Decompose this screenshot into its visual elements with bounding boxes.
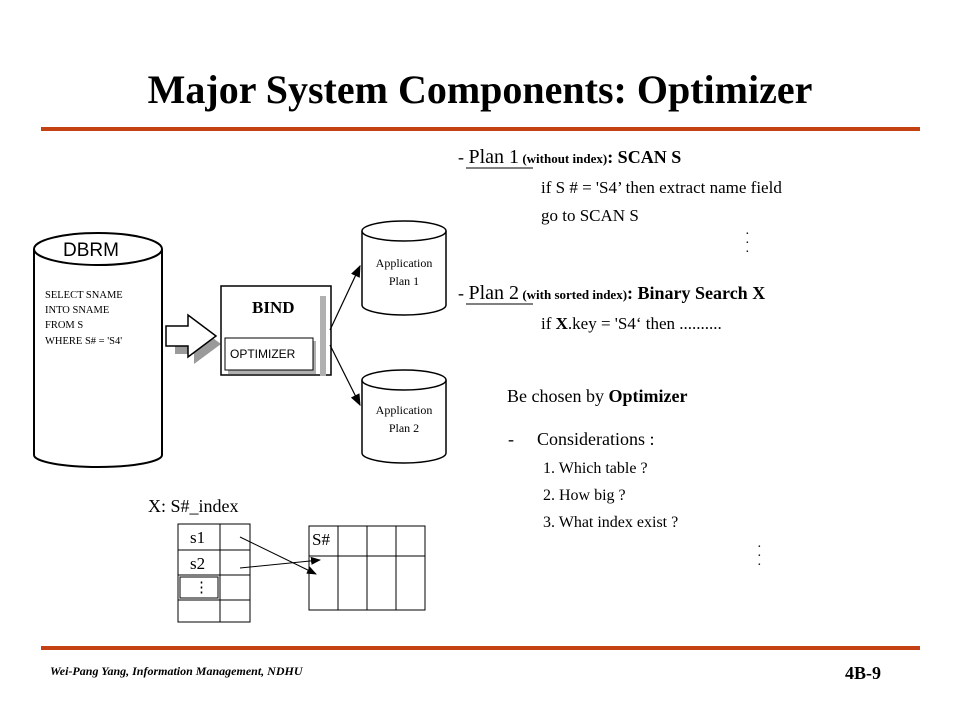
considerations-heading: Considerations :: [537, 429, 655, 449]
plan1-ellipsis: · · ·: [745, 227, 750, 260]
dbrm-to-bind-arrow: [165, 313, 221, 364]
plan2-line-post: .key = 'S4‘ then ..........: [567, 314, 722, 333]
plan2-heading: - Plan 2 (with sorted index): Binary Sea…: [458, 282, 765, 305]
consideration-item-1: 1. Which table ?: [543, 460, 648, 477]
plan1-line-1: if S # = 'S4’ then extract name field: [541, 178, 782, 197]
page-title: Major System Components: Optimizer: [147, 67, 813, 112]
bind-to-plan2-arrow: [329, 344, 361, 407]
footer-author: Wei-Pang Yang, Information Management, N…: [50, 664, 303, 678]
dbrm-query-line: SELECT SNAME: [45, 290, 123, 301]
application-plan1-cylinder: [361, 220, 447, 316]
plan2-line-bold: X: [555, 314, 568, 333]
plan1-name: Plan 1: [468, 146, 520, 168]
plan2-line-1: if X.key = 'S4‘ then ..........: [541, 314, 722, 334]
dbrm-query-line: INTO SNAME: [45, 305, 110, 317]
plan1-dash: -: [458, 147, 469, 167]
plan2-qualifier: (with sorted index): [519, 287, 628, 302]
footer-page-number: 4B-9: [845, 663, 881, 683]
dbrm-query-line: FROM S: [45, 320, 84, 332]
s-table-header: S#: [312, 530, 330, 549]
index-row-more: ⋮: [194, 580, 209, 596]
application-plan2-line1: Application: [375, 403, 433, 417]
application-plan1-line1: Application: [375, 256, 433, 270]
s-table: [308, 525, 426, 611]
consideration-item-3: 3. What index exist ?: [543, 514, 679, 531]
plan1-method: : SCAN S: [607, 147, 682, 167]
consideration-item-2: 2. How big ?: [543, 487, 626, 504]
dbrm-cylinder: [33, 232, 163, 468]
ellipsis-dot: ·: [757, 558, 762, 573]
application-plan2-label: Application Plan 2: [362, 403, 446, 436]
ellipsis-dot: ·: [757, 540, 762, 555]
index-pointer-arrow-2: [239, 556, 321, 569]
index-label: X: S#_index: [148, 496, 239, 516]
plan1-qualifier: (without index): [519, 151, 608, 166]
plan2-line-pre: if: [541, 314, 556, 333]
considerations-ellipsis: · · ·: [757, 540, 762, 573]
index-table: [177, 523, 251, 623]
plan2-name: Plan 2: [468, 282, 520, 304]
index-row-s1: s1: [190, 528, 206, 547]
dbrm-query: SELECT SNAME INTO SNAME FROM S WHERE S# …: [45, 288, 123, 349]
optimizer-label: OPTIMIZER: [230, 347, 296, 361]
index-row-s2: s2: [190, 554, 206, 573]
footer-divider: [41, 646, 920, 650]
dbrm-query-line: WHERE S# = 'S4': [45, 335, 123, 347]
ellipsis-dot: ·: [745, 245, 750, 260]
plan2-dash: -: [458, 283, 469, 303]
application-plan1-line2: Plan 1: [388, 274, 420, 288]
chosen-bold: Optimizer: [608, 386, 688, 406]
application-plan2-line2: Plan 2: [388, 421, 420, 435]
ellipsis-dot: ·: [745, 236, 750, 251]
bind-label: BIND: [252, 298, 295, 317]
considerations-dash: -: [508, 429, 514, 449]
index-pointer-arrow-1: [239, 536, 317, 575]
ellipsis-dot: ·: [745, 227, 750, 242]
dbrm-label: DBRM: [63, 240, 119, 261]
chosen-by-optimizer: Be chosen by Optimizer: [507, 386, 687, 407]
title-divider: [41, 127, 920, 131]
plan1-line-2: go to SCAN S: [541, 206, 639, 225]
bind-box: [220, 285, 332, 376]
plan2-method: : Binary Search X: [627, 283, 766, 303]
chosen-text: Be chosen by: [507, 386, 609, 406]
ellipsis-dot: ·: [757, 549, 762, 564]
application-plan1-label: Application Plan 1: [362, 256, 446, 289]
plan1-heading: - Plan 1 (without index): SCAN S: [458, 146, 681, 169]
bind-to-plan1-arrow: [329, 264, 361, 331]
application-plan2-cylinder: [361, 369, 447, 464]
